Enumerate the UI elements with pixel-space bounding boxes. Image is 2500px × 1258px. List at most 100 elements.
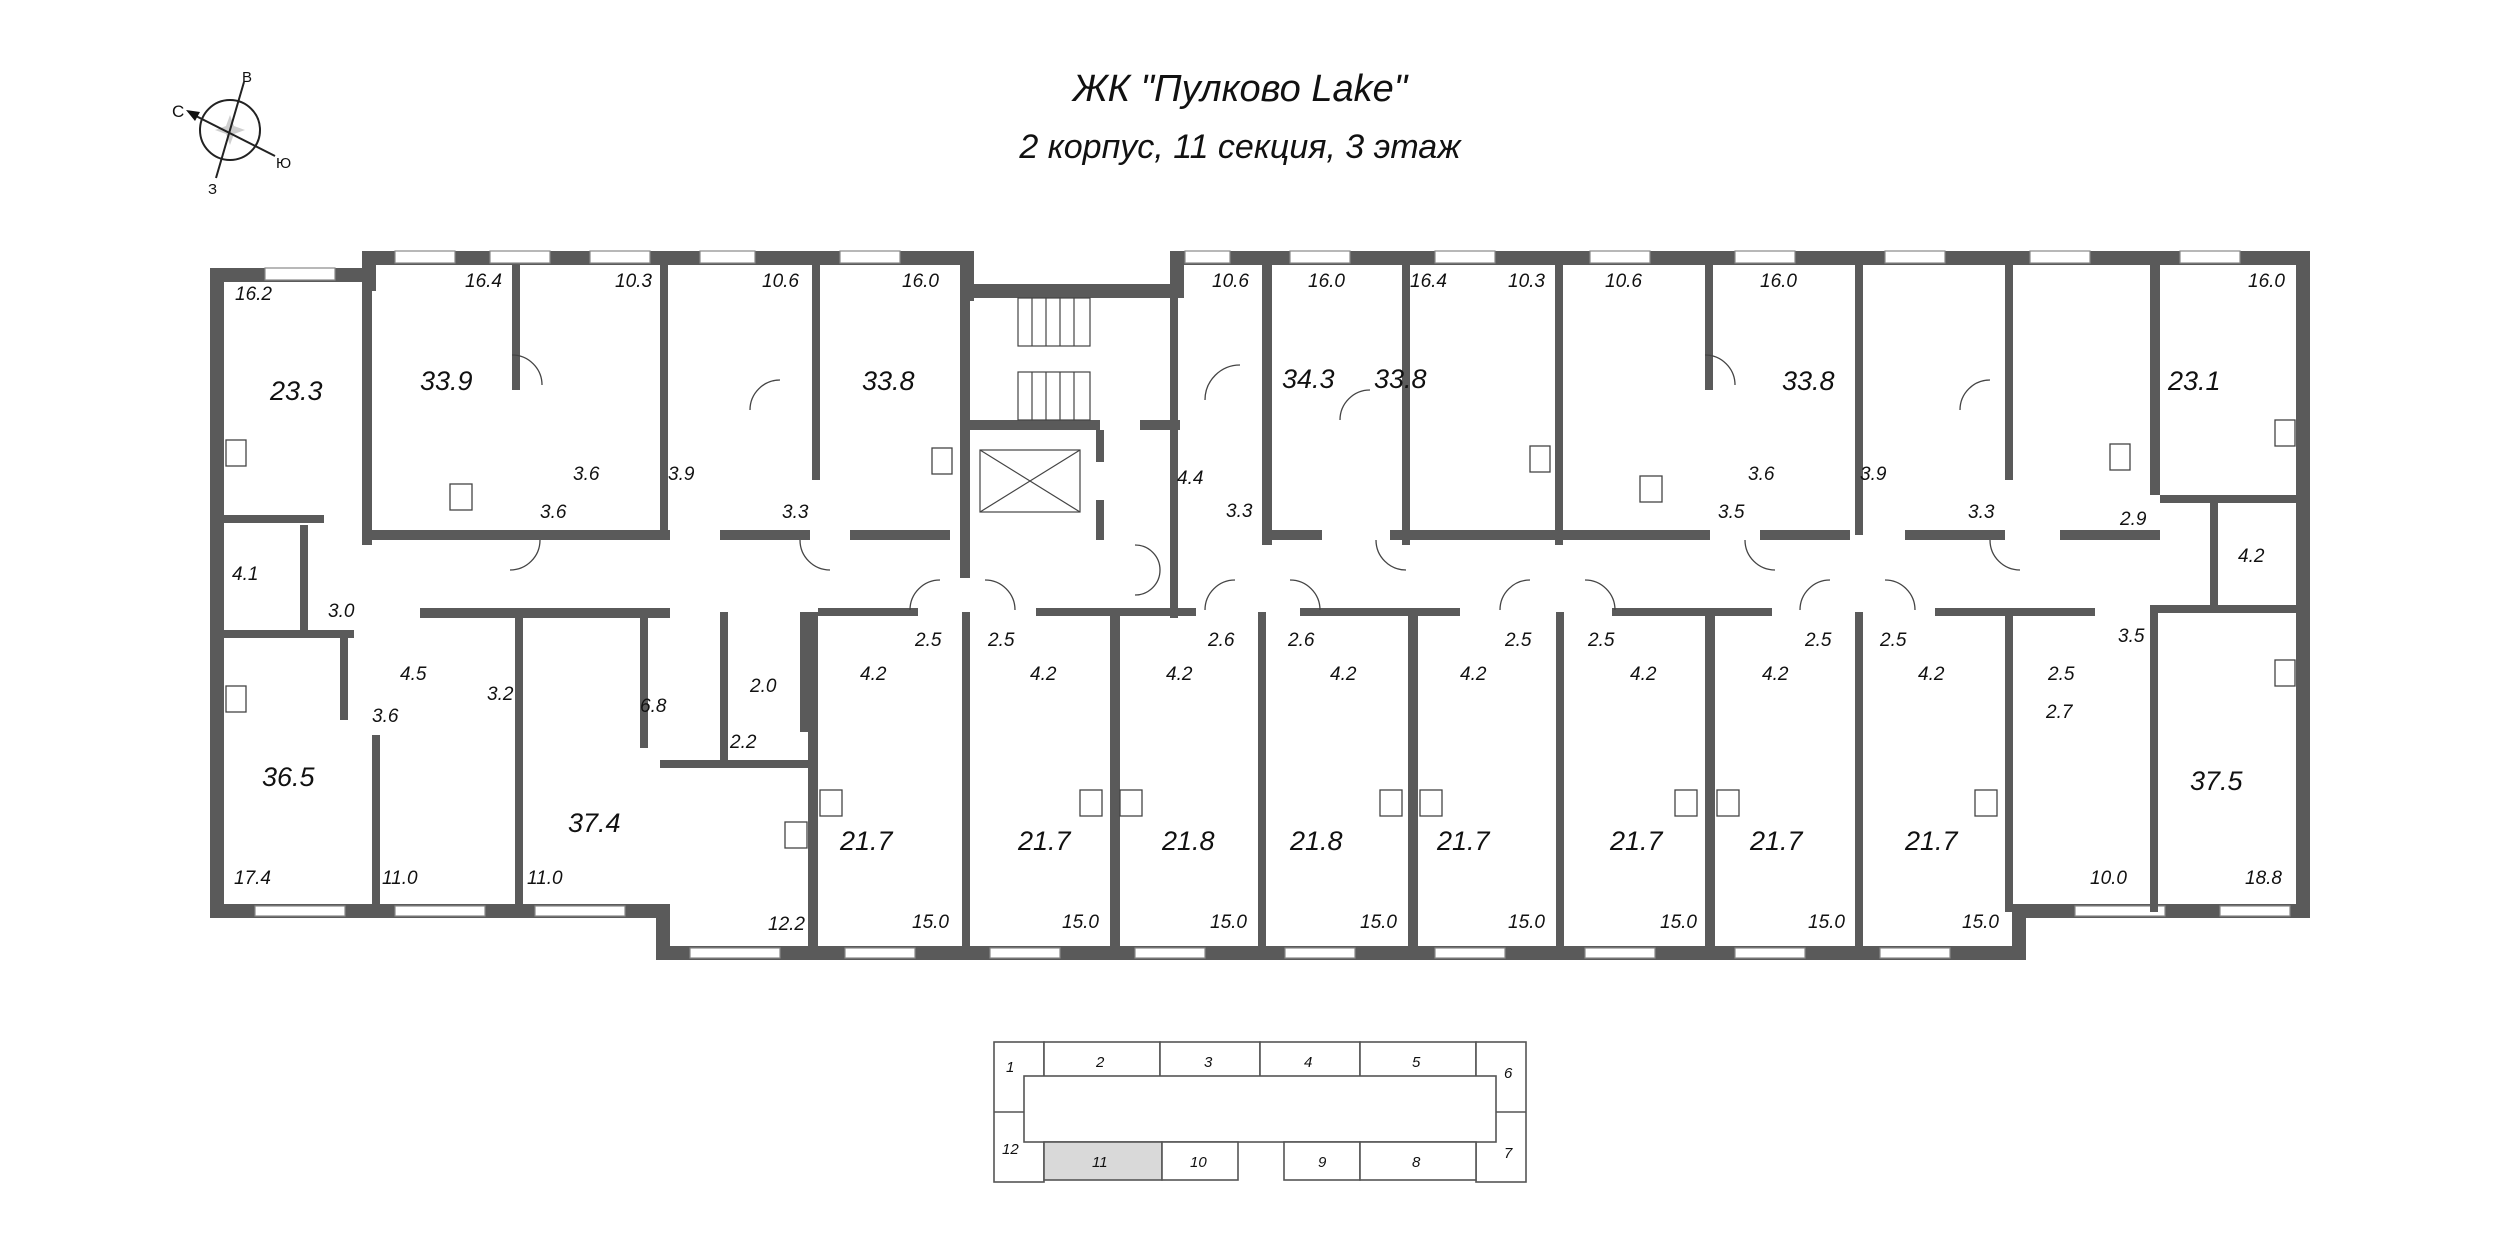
hall-area: 3.5 [1718,502,1745,523]
bath-area: 4.5 [400,664,427,685]
svg-text:2.6: 2.6 [1287,630,1315,651]
svg-text:8: 8 [1412,1154,1421,1171]
svg-text:4.2: 4.2 [1460,664,1487,685]
bath-area: 2.7 [2045,702,2074,723]
wc-area: 2.0 [749,676,777,697]
hall-area: 2.9 [2119,509,2147,530]
apartment-total-area: 33.8 [862,366,915,396]
studio-1: 2.5 4.2 21.7 15.0 [987,630,1099,933]
studio-0: 2.5 4.2 21.7 15.0 [839,630,949,933]
svg-text:15.0: 15.0 [1062,912,1099,933]
svg-text:15.0: 15.0 [1508,912,1545,933]
apartment-total-area: 23.1 [2167,366,2221,396]
svg-text:2.5: 2.5 [1804,630,1832,651]
staircase-icon [1017,297,1091,421]
hall-area: 3.0 [328,601,355,622]
svg-text:21.7: 21.7 [1749,826,1804,856]
bath-area: 4.1 [232,564,258,585]
svg-text:7: 7 [1504,1145,1513,1162]
hall-area: 3.3 [782,502,809,523]
svg-text:2.5: 2.5 [987,630,1015,651]
room-area: 10.3 [1508,271,1545,292]
apartment-total-area: 33.8 [1374,364,1427,394]
stove-icons [225,419,2296,849]
studio-2: 2.6 4.2 21.8 15.0 [1161,630,1247,933]
hall-area: 3.3 [1226,501,1253,522]
svg-text:5: 5 [1412,1054,1421,1071]
svg-text:3: 3 [1204,1054,1213,1071]
room-area: 16.0 [902,271,939,292]
svg-text:2.5: 2.5 [1504,630,1532,651]
svg-text:6: 6 [1504,1065,1513,1082]
svg-text:4.2: 4.2 [1918,664,1945,685]
apartment-total-area: 37.4 [568,808,621,838]
room-area: 17.4 [234,868,271,889]
room-area: 10.0 [2090,868,2127,889]
studio-6: 2.5 4.2 21.7 15.0 [1749,630,1845,933]
room-area: 16.4 [465,271,502,292]
hall-area: 3.6 [540,502,567,523]
room-area: 10.6 [1605,271,1642,292]
bath-area: 3.2 [487,684,514,705]
section-key-plan: 1 2 3 4 5 6 7 8 9 10 11 12 [993,1041,1527,1183]
bath-area: 3.6 [573,464,600,485]
room-area: 16.0 [1760,271,1797,292]
bath-area: 4.2 [2238,546,2265,567]
room-area: 16.0 [2248,271,2285,292]
hall-area: 6.8 [640,696,667,717]
door-swings [509,354,2021,611]
svg-text:4.2: 4.2 [1030,664,1057,685]
svg-text:1: 1 [1006,1059,1014,1076]
room-area: 16.2 [235,284,272,305]
svg-text:10: 10 [1190,1154,1207,1171]
svg-text:2.6: 2.6 [1207,630,1235,651]
room-area: 10.3 [615,271,652,292]
compass-south-label: Ю [276,155,291,172]
studio-4: 2.5 4.2 21.7 15.0 [1436,630,1545,933]
svg-text:4.2: 4.2 [1330,664,1357,685]
room-area: 18.8 [2245,868,2282,889]
svg-text:2.5: 2.5 [1879,630,1907,651]
studio-7: 2.5 4.2 21.7 15.0 [1879,630,1999,933]
bath-area: 2.2 [729,732,757,753]
elevator-shaft-icon [979,449,1081,513]
room-area: 12.2 [768,914,805,935]
apartment-total-area: 23.3 [269,376,323,406]
studio-5: 2.5 4.2 21.7 15.0 [1587,630,1697,933]
bath-area: 3.9 [1860,464,1887,485]
svg-text:21.7: 21.7 [1609,826,1664,856]
svg-text:4.2: 4.2 [1166,664,1193,685]
hall-area: 3.6 [372,706,399,727]
compass-rose-icon: С В Ю З [172,69,291,198]
bath-area: 4.4 [1177,468,1203,489]
apartment-total-area: 33.8 [1782,366,1835,396]
svg-text:15.0: 15.0 [912,912,949,933]
complex-title: ЖК "Пулково Lake" [1072,68,1408,110]
compass-west-label: З [208,181,217,198]
svg-text:15.0: 15.0 [1962,912,1999,933]
room-area: 11.0 [527,868,563,889]
svg-text:21.7: 21.7 [1904,826,1959,856]
svg-text:4.2: 4.2 [1762,664,1789,685]
wc-area: 2.5 [2047,664,2075,685]
windows [254,250,2291,959]
svg-text:21.7: 21.7 [1017,826,1072,856]
key-section-highlighted [1043,1141,1163,1181]
svg-text:15.0: 15.0 [1808,912,1845,933]
room-area: 10.6 [1212,271,1249,292]
compass-east-label: В [242,69,252,86]
hall-area: 3.3 [1968,502,1995,523]
apartment-total-area: 37.5 [2190,766,2244,796]
svg-text:21.7: 21.7 [1436,826,1491,856]
apartment-total-area: 36.5 [262,762,316,792]
svg-text:21.8: 21.8 [1289,826,1343,856]
compass-north-label: С [172,102,184,121]
svg-text:15.0: 15.0 [1660,912,1697,933]
floor-subtitle: 2 корпус, 11 секция, 3 этаж [1019,128,1461,166]
bath-area: 3.6 [1748,464,1775,485]
svg-text:21.8: 21.8 [1161,826,1215,856]
room-labels: 16.2 23.3 16.4 33.9 10.3 3.6 3.6 10.6 16… [232,271,2285,935]
svg-text:2.5: 2.5 [1587,630,1615,651]
hall-area: 3.5 [2118,626,2145,647]
